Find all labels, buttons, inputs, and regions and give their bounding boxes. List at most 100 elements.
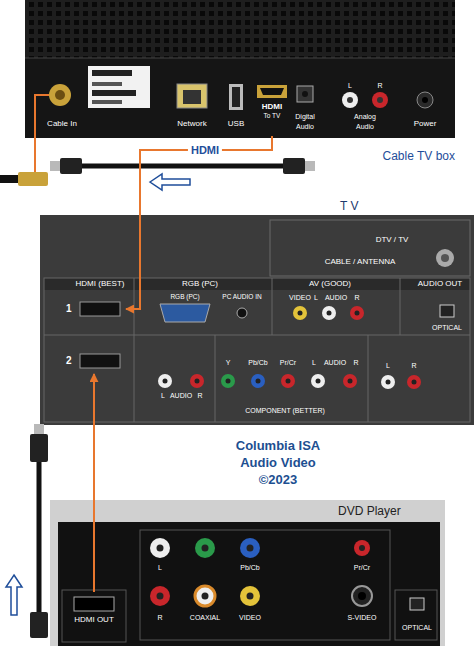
cable-box-ports (257, 85, 287, 98)
port-label: HDMI (BEST) (76, 280, 125, 289)
hdmi-port: 1 (62, 296, 126, 322)
coax-cable (0, 175, 18, 183)
dvd-back-panel (202, 593, 209, 600)
dvd-back-panel (358, 592, 366, 600)
hdmi-cable-picture (30, 612, 48, 638)
tv-back-panel (44, 278, 470, 422)
port-label: L (312, 359, 316, 367)
cable-box-ports (297, 86, 313, 102)
tv-back-panel (251, 374, 265, 388)
port-label: AUDIO (324, 359, 346, 367)
cable-box-ports (422, 97, 428, 103)
cable-box-body (25, 0, 455, 60)
tv-back-panel (40, 215, 474, 425)
cable-box-ports (92, 70, 132, 76)
dvd-back-panel (195, 586, 215, 606)
cable-box-ports (232, 87, 240, 107)
tv-back-panel (40, 215, 474, 425)
dvd-back-panel (247, 593, 254, 600)
watermark-text: ©2023 (259, 473, 298, 487)
tv-back-panel (163, 379, 168, 384)
tv-back-panel (343, 374, 357, 388)
tv-back-panel (327, 311, 332, 316)
dvd-back-panel (62, 590, 126, 642)
cable-box-ports (377, 97, 383, 103)
port-label: R (411, 362, 416, 370)
tv-back-panel (215, 335, 216, 422)
dvd-back-panel (74, 597, 114, 611)
watermark-text: Columbia ISA (236, 439, 321, 453)
tv-panel: T V12 (40, 215, 474, 425)
hdmi-cable-picture (50, 158, 315, 190)
dvd-back-panel (240, 538, 260, 558)
port-label: PC AUDIO IN (222, 293, 261, 300)
port-label: USB (228, 120, 244, 129)
port-label: R (353, 359, 358, 367)
hdmi-connector (126, 136, 272, 309)
cable-box-ports (55, 90, 65, 100)
hdmi-cable-picture (34, 424, 44, 434)
hdmi-cable-picture (30, 434, 48, 462)
port-label: OPTICAL (432, 324, 462, 332)
hdmi-cable-picture (305, 161, 315, 171)
port-label: Network (177, 120, 206, 129)
dvd-back-panel (157, 545, 164, 552)
tv-back-panel (381, 375, 395, 389)
port-label: To TV (252, 112, 292, 120)
dvd-back-panel (157, 593, 164, 600)
tv-back-panel (226, 379, 231, 384)
port-label: Pr/Cr (354, 564, 370, 572)
tv-back-panel (237, 308, 247, 318)
coax-cable (35, 95, 49, 172)
hdmi-cable-picture (50, 161, 60, 171)
tv-back-panel (322, 306, 336, 320)
port-label: L (161, 392, 165, 400)
port-label: OPTICAL (402, 624, 432, 632)
port-label: AUDIO (170, 392, 192, 400)
device-name: Cable TV box (383, 149, 456, 163)
port-label: AV (GOOD) (309, 280, 351, 289)
port-label: R (354, 294, 359, 302)
dvd-back-panel (150, 538, 170, 558)
port-label: COMPONENT (BETTER) (245, 407, 325, 415)
cable-box-ports (229, 84, 243, 110)
dvd-back-panel (247, 545, 254, 552)
watermark-text: Audio Video (240, 456, 316, 470)
dvd-back-panel (50, 500, 445, 646)
tv-back-panel (400, 278, 401, 335)
cable-box-ports (342, 92, 358, 108)
tv-back-panel (190, 374, 204, 388)
tv-back-panel (386, 380, 391, 385)
dvd-back-panel (395, 590, 437, 640)
hdmi-cable-picture (37, 460, 42, 615)
port-label: Digital (295, 113, 314, 121)
cable-box-ports (92, 100, 122, 104)
dvd-back-panel (202, 545, 209, 552)
dvd-back-panel (240, 586, 260, 606)
hdmi-connector (93, 374, 95, 592)
port-label: AUDIO (325, 294, 347, 302)
cable-tv-box: Cable TV boxHDMITo TV (25, 0, 455, 138)
tv-back-panel (368, 335, 369, 422)
tv-back-panel (80, 302, 120, 316)
edge-label: HDMI (188, 144, 222, 156)
port-label: L (386, 362, 390, 370)
port-label: Y (226, 359, 231, 367)
port-label: AUDIO OUT (418, 280, 462, 289)
hdmi-port: HDMI OUT (66, 592, 122, 640)
port-label: RGB (PC) (170, 293, 199, 300)
port-label: RGB (PC) (182, 280, 218, 289)
tv-back-panel (158, 374, 172, 388)
hdmi-cable-picture (60, 158, 82, 174)
tv-back-panel (80, 354, 120, 368)
dvd-back-panel (354, 540, 370, 556)
cable-box-ports (177, 84, 207, 108)
cable-box-ports (92, 82, 122, 86)
port-label: CABLE / ANTENNA (325, 258, 396, 267)
cable-box-ports (372, 92, 388, 108)
port-label: Pb/Cb (248, 359, 267, 367)
cable-box-body (25, 58, 455, 138)
port-label: Audio (296, 123, 314, 131)
